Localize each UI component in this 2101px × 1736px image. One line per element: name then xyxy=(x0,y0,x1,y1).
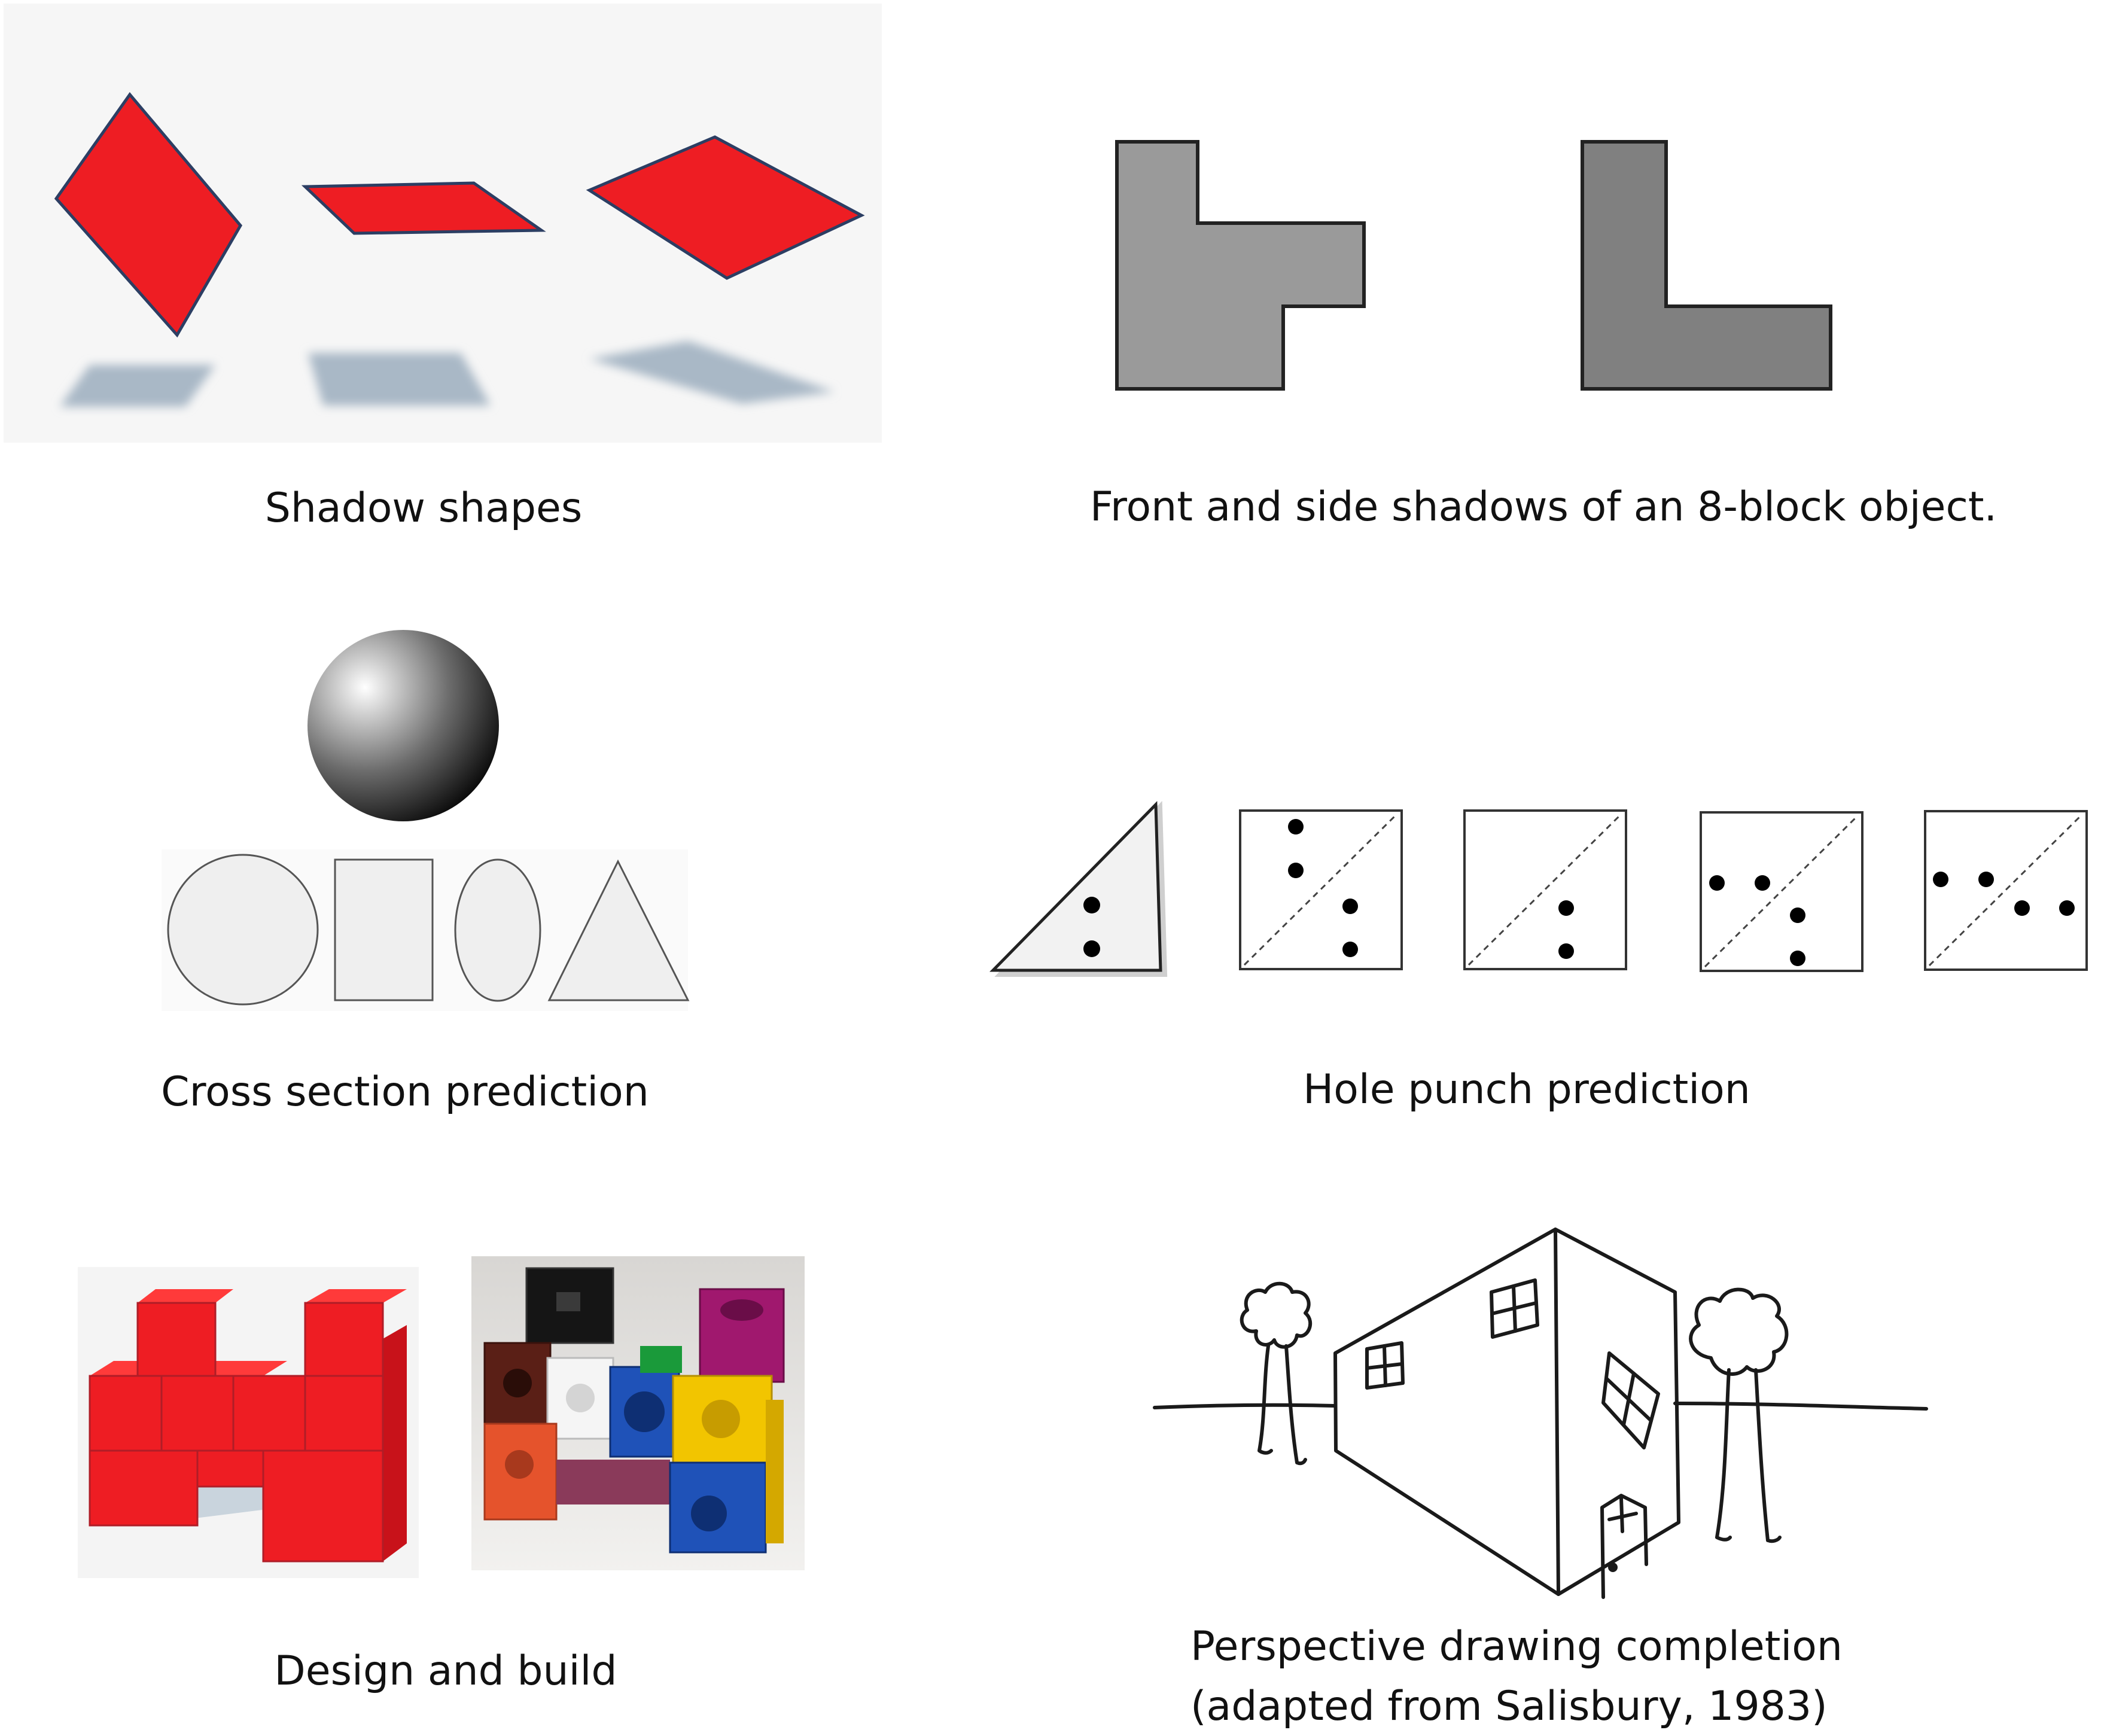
option-triangle xyxy=(547,859,690,1001)
caption-perspective-line2: (adapted from Salisbury, 1983) xyxy=(1190,1683,1828,1730)
tree-left xyxy=(1240,1281,1313,1466)
option-circle xyxy=(167,854,319,1006)
hole-punch-panel xyxy=(989,800,2088,977)
answer-option-1 xyxy=(1239,809,1403,970)
caption-cross-section: Cross section prediction xyxy=(161,1068,649,1116)
caption-hole-punch: Hole punch prediction xyxy=(1303,1066,1750,1113)
window-right xyxy=(1601,1351,1660,1449)
caption-shadow-shapes: Shadow shapes xyxy=(265,485,583,532)
window-upper xyxy=(1490,1278,1539,1339)
shadow-3 xyxy=(589,341,835,404)
red-rhombus-wide xyxy=(586,135,865,280)
red-rhombus-flat xyxy=(301,181,546,235)
answer-option-3 xyxy=(1700,811,1864,972)
folded-paper xyxy=(989,800,1168,977)
punch-hole xyxy=(1709,875,1725,891)
punch-hole xyxy=(1790,951,1805,966)
side-shadow-shape xyxy=(1581,140,1832,391)
punch-hole xyxy=(1558,943,1574,959)
punch-hole xyxy=(1978,872,1994,887)
punch-hole xyxy=(2014,900,2030,916)
punch-hole xyxy=(1558,900,1574,916)
punch-hole xyxy=(1083,940,1100,957)
punch-hole xyxy=(1288,863,1304,878)
shadow-2 xyxy=(308,353,491,406)
shadow-shapes-panel xyxy=(4,4,882,443)
cube-photo xyxy=(471,1256,805,1570)
door xyxy=(1600,1494,1648,1599)
red-rhombus-tilted xyxy=(54,92,243,338)
punch-hole xyxy=(1933,872,1948,887)
shadow-1 xyxy=(60,365,215,407)
caption-perspective-line1: Perspective drawing completion xyxy=(1190,1623,1843,1670)
horizon-line xyxy=(1673,1402,1928,1411)
block-shadows-panel xyxy=(1115,140,1832,391)
perspective-drawing xyxy=(1153,1228,1928,1599)
sphere xyxy=(307,630,499,821)
tree-right xyxy=(1689,1287,1789,1543)
option-rectangle xyxy=(334,858,434,1001)
cross-section-panel xyxy=(162,630,690,1011)
answer-option-2 xyxy=(1463,809,1627,970)
punch-hole xyxy=(1790,907,1805,923)
caption-design-build: Design and build xyxy=(274,1647,617,1695)
option-ellipse xyxy=(454,858,541,1002)
punch-hole xyxy=(1083,897,1100,913)
front-shadow-shape xyxy=(1115,140,1366,391)
design-build-panel xyxy=(78,1256,805,1578)
punch-hole xyxy=(1755,875,1770,891)
horizon-line xyxy=(1153,1403,1336,1409)
house-right-wall xyxy=(1554,1228,1680,1596)
caption-front-side-shadows: Front and side shadows of an 8-block obj… xyxy=(1090,483,1997,531)
punch-hole xyxy=(1288,819,1304,835)
answer-option-4 xyxy=(1924,810,2088,971)
window-left xyxy=(1365,1341,1405,1390)
punch-hole xyxy=(2059,900,2075,916)
punch-hole xyxy=(1342,942,1358,957)
red-block-model xyxy=(78,1267,419,1578)
punch-hole xyxy=(1342,899,1358,914)
